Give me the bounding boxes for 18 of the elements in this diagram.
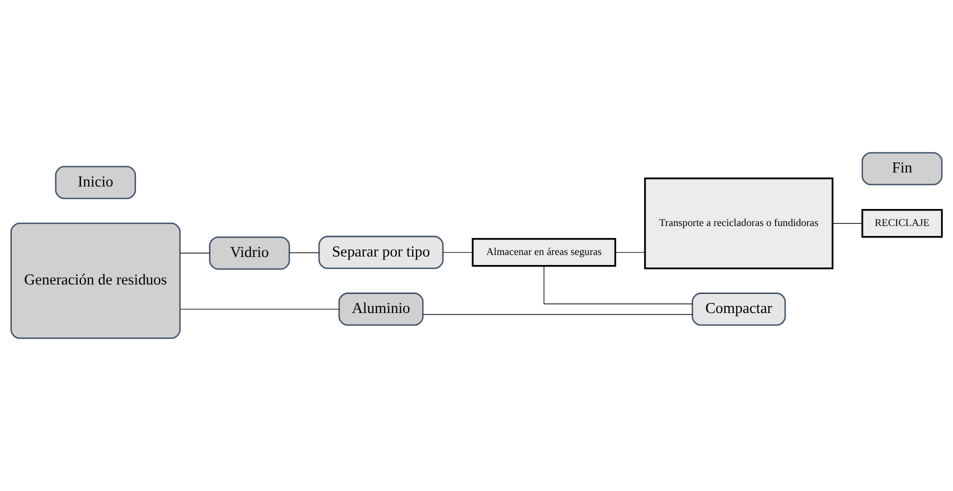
node-box: Inicio (55, 166, 136, 200)
node-box: Almacenar en áreas seguras (472, 238, 616, 267)
connector (544, 266, 693, 304)
connector (615, 252, 646, 253)
node-box: Transporte a recicladoras o fundidoras (644, 178, 834, 270)
connector (180, 252, 210, 254)
node-box: Fin (862, 152, 943, 186)
connector (442, 252, 473, 253)
connector (180, 308, 340, 310)
node-box: RECICLAJE (861, 209, 943, 238)
node-box: Separar por tipo (318, 236, 444, 270)
connector (422, 314, 693, 315)
node-box: Vidrio (209, 236, 290, 270)
node-box: Generación de residuos (10, 222, 181, 339)
connector (832, 223, 863, 224)
node-box: Aluminio (338, 292, 424, 326)
node-box: Compactar (692, 292, 786, 326)
connector (288, 252, 320, 254)
